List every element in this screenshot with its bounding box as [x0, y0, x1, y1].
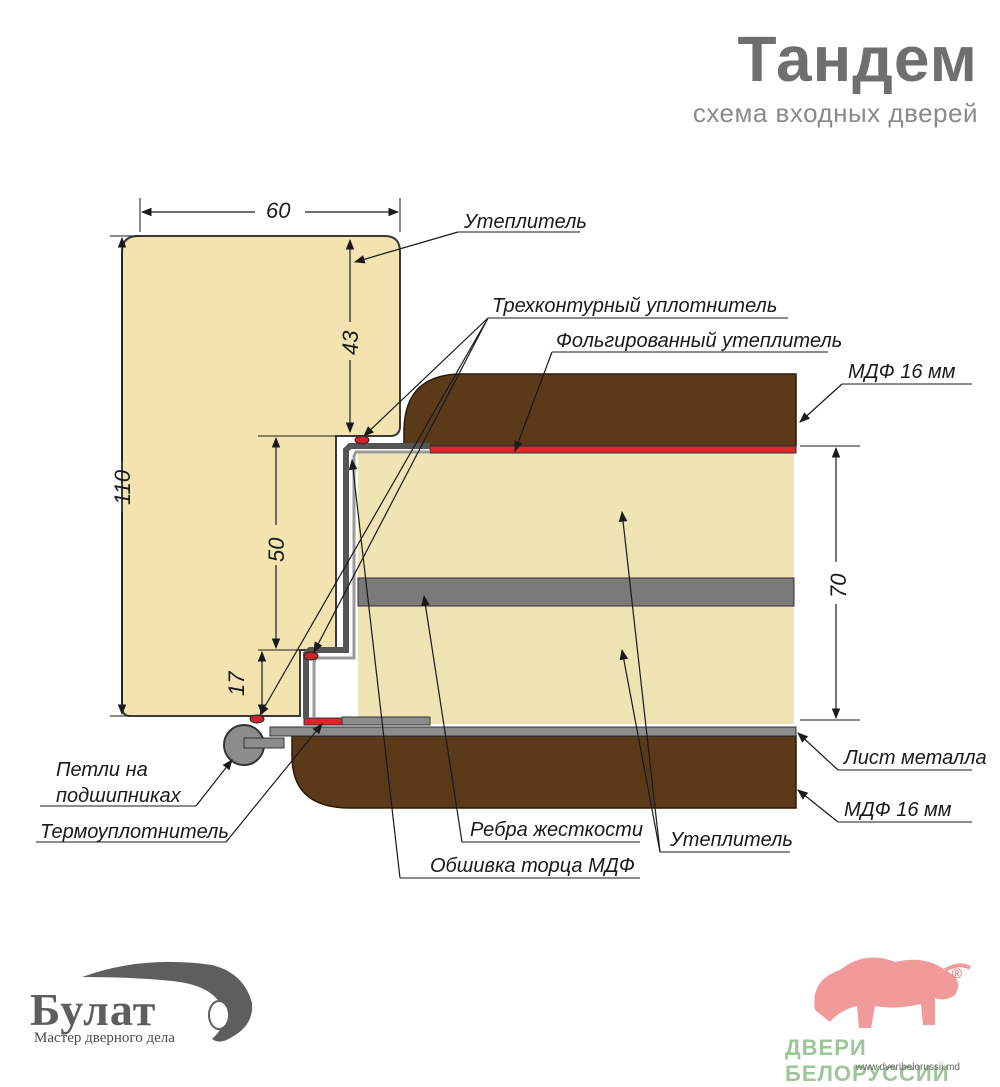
seal-1: [354, 435, 370, 445]
label-triple-seal: Трехконтурный уплотнитель: [492, 295, 777, 317]
label-metal-sheet: Лист металла: [842, 747, 987, 769]
dim-frame-width: 60: [266, 198, 291, 223]
dim-frame-height: 110: [110, 469, 135, 505]
mdf-panel-top: [403, 373, 797, 447]
metal-sheet: [269, 726, 797, 737]
label-mdf-bottom: МДФ 16 мм: [844, 799, 952, 821]
door-metal-edge-inner: [312, 450, 430, 718]
bulat-tagline: Мастер дверного дела: [34, 1030, 175, 1046]
label-mdf-top: МДФ 16 мм: [848, 361, 956, 383]
label-mdf-edge-trim: Обшивка торца МДФ: [430, 855, 635, 877]
label-bearing-hinges-1: Петли на: [56, 759, 148, 781]
dim-frame-upper: 43: [338, 330, 363, 355]
dveri-logo: ® ДВЕРИ БЕЛОРУССИИ www.dveribelorussii.m…: [785, 940, 1000, 1086]
seal-2: [303, 651, 319, 661]
diagram-subtitle: схема входных дверей: [692, 98, 978, 128]
panther-head-icon: [82, 961, 253, 1042]
dim-frame-lower: 17: [224, 671, 249, 696]
label-insulation-bottom: Утеплитель: [669, 829, 793, 851]
stiffener-rib: [357, 577, 795, 607]
metal-lip: [341, 716, 431, 726]
bulat-logo: Булат Мастер дверного дела: [22, 955, 262, 1050]
label-foil-insulation: Фольгированный утеплитель: [556, 330, 842, 352]
hinge-arm: [243, 737, 285, 749]
registered-mark: ®: [951, 965, 962, 981]
label-insulation-top: Утеплитель: [463, 211, 587, 233]
dveri-name: ДВЕРИ БЕЛОРУССИИ: [785, 1035, 950, 1086]
door-core-upper: [358, 452, 794, 578]
foil-insulation-strip: [429, 445, 797, 454]
seal-3: [249, 714, 265, 724]
label-thermo-seal: Термоуплотнитель: [40, 821, 229, 843]
thermo-seal-strip: [303, 717, 343, 726]
bulat-name: Булат: [30, 984, 157, 1035]
label-bearing-hinges-2: подшипниках: [56, 785, 182, 807]
door-core-lower: [358, 606, 794, 724]
dim-frame-middle: 50: [264, 537, 289, 562]
dim-door-thickness: 70: [826, 573, 851, 598]
diagram-title: Тандем: [737, 23, 978, 95]
bison-icon: [814, 957, 972, 1028]
mdf-panel-bottom: [291, 735, 797, 809]
label-stiffeners: Ребра жесткости: [470, 819, 643, 841]
dveri-url: www.dveribelorussii.md: [855, 1062, 960, 1073]
